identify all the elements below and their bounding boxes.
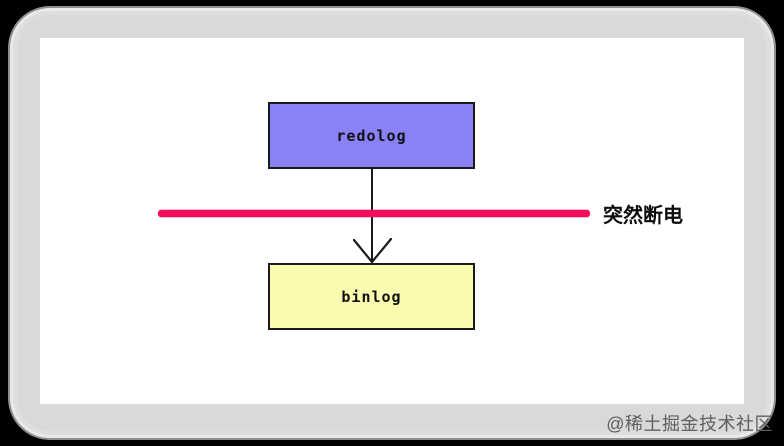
node-binlog-label: binlog [341, 287, 402, 306]
power-failure-line [158, 210, 590, 217]
arrow-down-icon [352, 237, 393, 264]
diagram-canvas [40, 38, 744, 404]
power-failure-label: 突然断电 [603, 205, 683, 227]
node-redolog: redolog [268, 102, 475, 169]
node-binlog: binlog [268, 263, 475, 330]
node-redolog-label: redolog [336, 126, 407, 145]
watermark: @稀土掘金技术社区 [606, 414, 773, 434]
